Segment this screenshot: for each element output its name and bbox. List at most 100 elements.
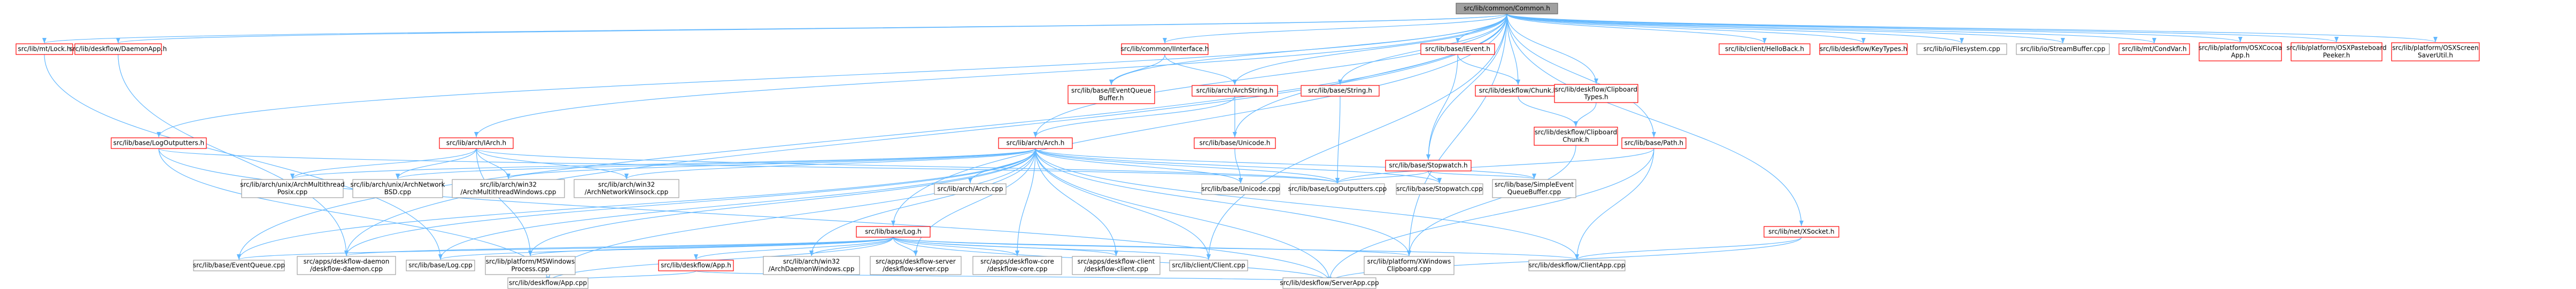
node-appsdaemon[interactable]: src/apps/deskflow-daemon/deskflow-daemon… [297,256,396,275]
edge-log-to-mswindows [528,237,894,256]
node-unicode[interactable]: src/lib/base/Unicode.h [1194,137,1276,149]
node-archstring[interactable]: src/lib/arch/ArchString.h [1192,85,1278,97]
node-unicodecpp[interactable]: src/lib/base/Unicode.cpp [1201,183,1280,195]
node-box-keytypes [1819,43,1908,55]
node-box-appsdaemon [297,256,396,275]
node-clientapp[interactable]: src/lib/deskflow/ClientApp.cpp [1528,260,1626,271]
node-archdaemonwin[interactable]: src/lib/arch/win32/ArchDaemonWindows.cpp [763,256,860,275]
node-box-osxpaste [2291,42,2382,61]
node-basestring[interactable]: src/lib/base/String.h [1301,85,1380,97]
node-box-helloback [1719,43,1811,55]
node-box-osxscreen [2391,42,2480,61]
node-eventqueue[interactable]: src/lib/base/EventQueue.cpp [193,260,285,271]
edge-clipboardtypes-to-clipboardchunk [1574,102,1597,127]
edge-ixarch-to-logoutcpp [476,148,1340,184]
edge-arch-to-archnetwin [624,148,1036,179]
edge-common-to-archstring [1233,13,1507,85]
node-ievent[interactable]: src/lib/base/IEvent.h [1420,43,1495,55]
node-path[interactable]: src/lib/base/Path.h [1621,137,1687,149]
node-label-archnetbsd-1: BSD.cpp [384,189,412,196]
edge-stopwatchh-to-simpleevent [1428,170,1536,179]
node-stopwatchh[interactable]: src/lib/base/Stopwatch.h [1385,160,1472,171]
node-label-osxpaste-0: src/lib/platform/OSXPasteboard [2286,44,2386,52]
node-ifilesystem[interactable]: src/lib/io/Filesystem.cpp [1916,43,2007,55]
node-archcpp[interactable]: src/lib/arch/Arch.cpp [934,183,1007,195]
node-label-stopwatchcpp-0: src/lib/base/Stopwatch.cpp [1396,185,1483,193]
edge-common-to-ieventqueue [1109,13,1507,85]
node-ixsocket[interactable]: src/lib/net/XSocket.h [1763,226,1839,238]
nodes-layer: src/lib/common/Common.h src/lib/mt/Lock.h… [16,3,2480,289]
node-streambuffer[interactable]: src/lib/io/StreamBuffer.cpp [2016,43,2110,55]
node-appsserver[interactable]: src/apps/deskflow-server/deskflow-server… [870,256,962,275]
node-serverapp[interactable]: src/lib/deskflow/ServerApp.cpp [1280,277,1379,289]
node-label-ieventqueue-0: src/lib/base/IEventQueue [1071,87,1151,95]
edge-arch-to-clientcpp [1035,148,1211,260]
node-label-clientcpp-0: src/lib/client/Client.cpp [1172,262,1245,269]
node-box-path [1621,137,1687,149]
edge-log-to-xwindows [893,237,1411,256]
edge-log-to-app [694,237,894,260]
node-appcpp[interactable]: src/lib/deskflow/App.cpp [507,277,589,289]
node-clientcpp[interactable]: src/lib/client/Client.cpp [1169,260,1248,271]
node-box-eventqueue [193,260,285,271]
node-log[interactable]: src/lib/base/Log.h [856,226,931,238]
node-label-appsclient-0: src/apps/deskflow-client [1078,258,1155,265]
node-ixarch[interactable]: src/lib/arch/IArch.h [439,137,514,149]
node-app[interactable]: src/lib/deskflow/App.h [658,260,734,271]
edge-arch-to-archdaemonwin [809,148,1036,256]
edge-log-to-appsdaemon [344,237,894,256]
edge-arch-to-unicodecpp [1035,148,1243,184]
node-appscore[interactable]: src/apps/deskflow-core/deskflow-core.cpp [972,256,1062,275]
node-iinterface[interactable]: src/lib/common/IInterface.h [1121,43,1209,55]
node-keytypes[interactable]: src/lib/deskflow/KeyTypes.h [1819,43,1908,55]
node-box-osxcocoa [2199,42,2282,61]
node-mtlock[interactable]: src/lib/mt/Lock.h [16,43,73,55]
node-arch[interactable]: src/lib/arch/Arch.h [998,137,1073,149]
node-box-clipboardtypes [1554,84,1638,103]
node-box-ifilesystem [1916,43,2007,55]
edge-arch-to-xwindows [1035,148,1411,256]
node-condvar[interactable]: src/lib/mt/CondVar.h [2118,43,2190,55]
edge-common-to-keytypes [1506,13,1866,44]
node-stopwatchcpp[interactable]: src/lib/base/Stopwatch.cpp [1396,183,1483,195]
node-logout[interactable]: src/lib/base/LogOutputters.h [111,137,207,149]
node-label-xwindows-1: Clipboard.cpp [1387,265,1432,273]
node-box-multithread [241,179,344,198]
node-multithread[interactable]: src/lib/arch/unix/ArchMultithreadPosix.c… [240,179,345,198]
node-daemonapp[interactable]: src/lib/deskflow/DaemonApp.h [69,43,167,55]
node-box-logoutcpp [1290,183,1385,195]
edge-common-to-mtlock [43,13,1507,44]
node-archmtwin[interactable]: src/lib/arch/win32/ArchMultithreadWindow… [452,179,565,198]
node-helloback[interactable]: src/lib/client/HelloBack.h [1719,43,1811,55]
node-appsclient[interactable]: src/apps/deskflow-client/deskflow-client… [1072,256,1161,275]
edge-log-to-appsserver [893,237,918,256]
node-label-clipboardtypes-0: src/lib/deskflow/Clipboard [1555,86,1637,93]
node-common[interactable]: src/lib/common/Common.h [1456,3,1558,14]
edge-common-to-iinterface [1163,13,1507,44]
node-label-xwindows-0: src/lib/platform/XWindows [1367,258,1451,265]
node-label-multithread-0: src/lib/arch/unix/ArchMultithread [240,181,345,189]
node-label-clipboardtypes-1: Types.h [1583,93,1608,101]
node-logcpp[interactable]: src/lib/base/Log.cpp [406,260,475,271]
node-label-condvar-0: src/lib/mt/CondVar.h [2122,45,2186,53]
edge-daemonapp-to-appsdaemon [118,54,349,256]
node-logoutcpp[interactable]: src/lib/base/LogOutputters.cpp [1288,183,1387,195]
node-chunk[interactable]: src/lib/deskflow/Chunk.h [1475,85,1561,97]
node-label-simpleevent-0: src/lib/base/SimpleEvent [1495,181,1574,189]
edge-arch-to-simpleevent [1035,148,1536,179]
node-label-osxpaste-1: Peeker.h [2323,52,2350,59]
node-archnetwin[interactable]: src/lib/arch/win32/ArchNetworkWinsock.cp… [574,179,679,198]
edge-iinterface-to-ieventqueue [1109,54,1165,85]
edge-iinterface-to-archstring [1164,54,1237,85]
edge-logout-to-serverapp [158,148,1332,283]
